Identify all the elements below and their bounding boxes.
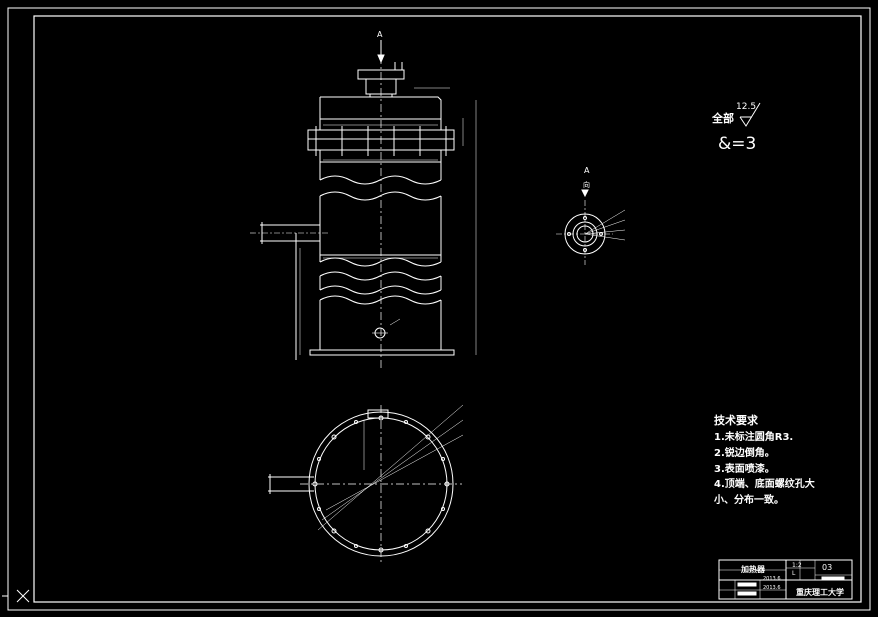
roughness-value: 12.5 xyxy=(736,102,757,112)
ucs-icon xyxy=(2,589,30,603)
tech-requirement-item: 小、分布一致。 xyxy=(714,495,784,506)
school-name: 重庆理工大学 xyxy=(796,588,844,597)
drawing-number: 03 xyxy=(822,563,833,572)
date-2: 2013.6 xyxy=(763,585,781,591)
tech-requirement-item: 4.顶端、底面螺纹孔大 xyxy=(714,479,815,490)
date-1: 2013.6 xyxy=(763,576,781,582)
plan-view xyxy=(268,404,464,565)
tech-requirement-item: 3.表面喷漆。 xyxy=(714,464,775,475)
tech-requirement-item: 1.未标注圆角R3. xyxy=(714,432,794,443)
scale-value: 1:2 xyxy=(792,562,802,569)
view-arrow-label: A xyxy=(377,30,383,39)
part-name: 加热器 xyxy=(741,565,765,574)
thickness-note: &=3 xyxy=(718,134,757,154)
title-block xyxy=(718,559,853,600)
a-view xyxy=(556,189,626,265)
units-value: L xyxy=(792,570,796,577)
tech-requirement-item: 2.锐边倒角。 xyxy=(714,448,775,459)
roughness-symbol xyxy=(739,102,761,127)
view-direction-label: 向 xyxy=(583,181,590,189)
tech-requirements-title: 技术要求 xyxy=(714,414,758,427)
roughness-label: 全部 xyxy=(712,112,734,125)
outer-frame xyxy=(7,7,871,611)
inner-frame xyxy=(33,15,862,603)
elevation-view xyxy=(250,40,477,370)
view-letter-label: A xyxy=(584,166,590,175)
